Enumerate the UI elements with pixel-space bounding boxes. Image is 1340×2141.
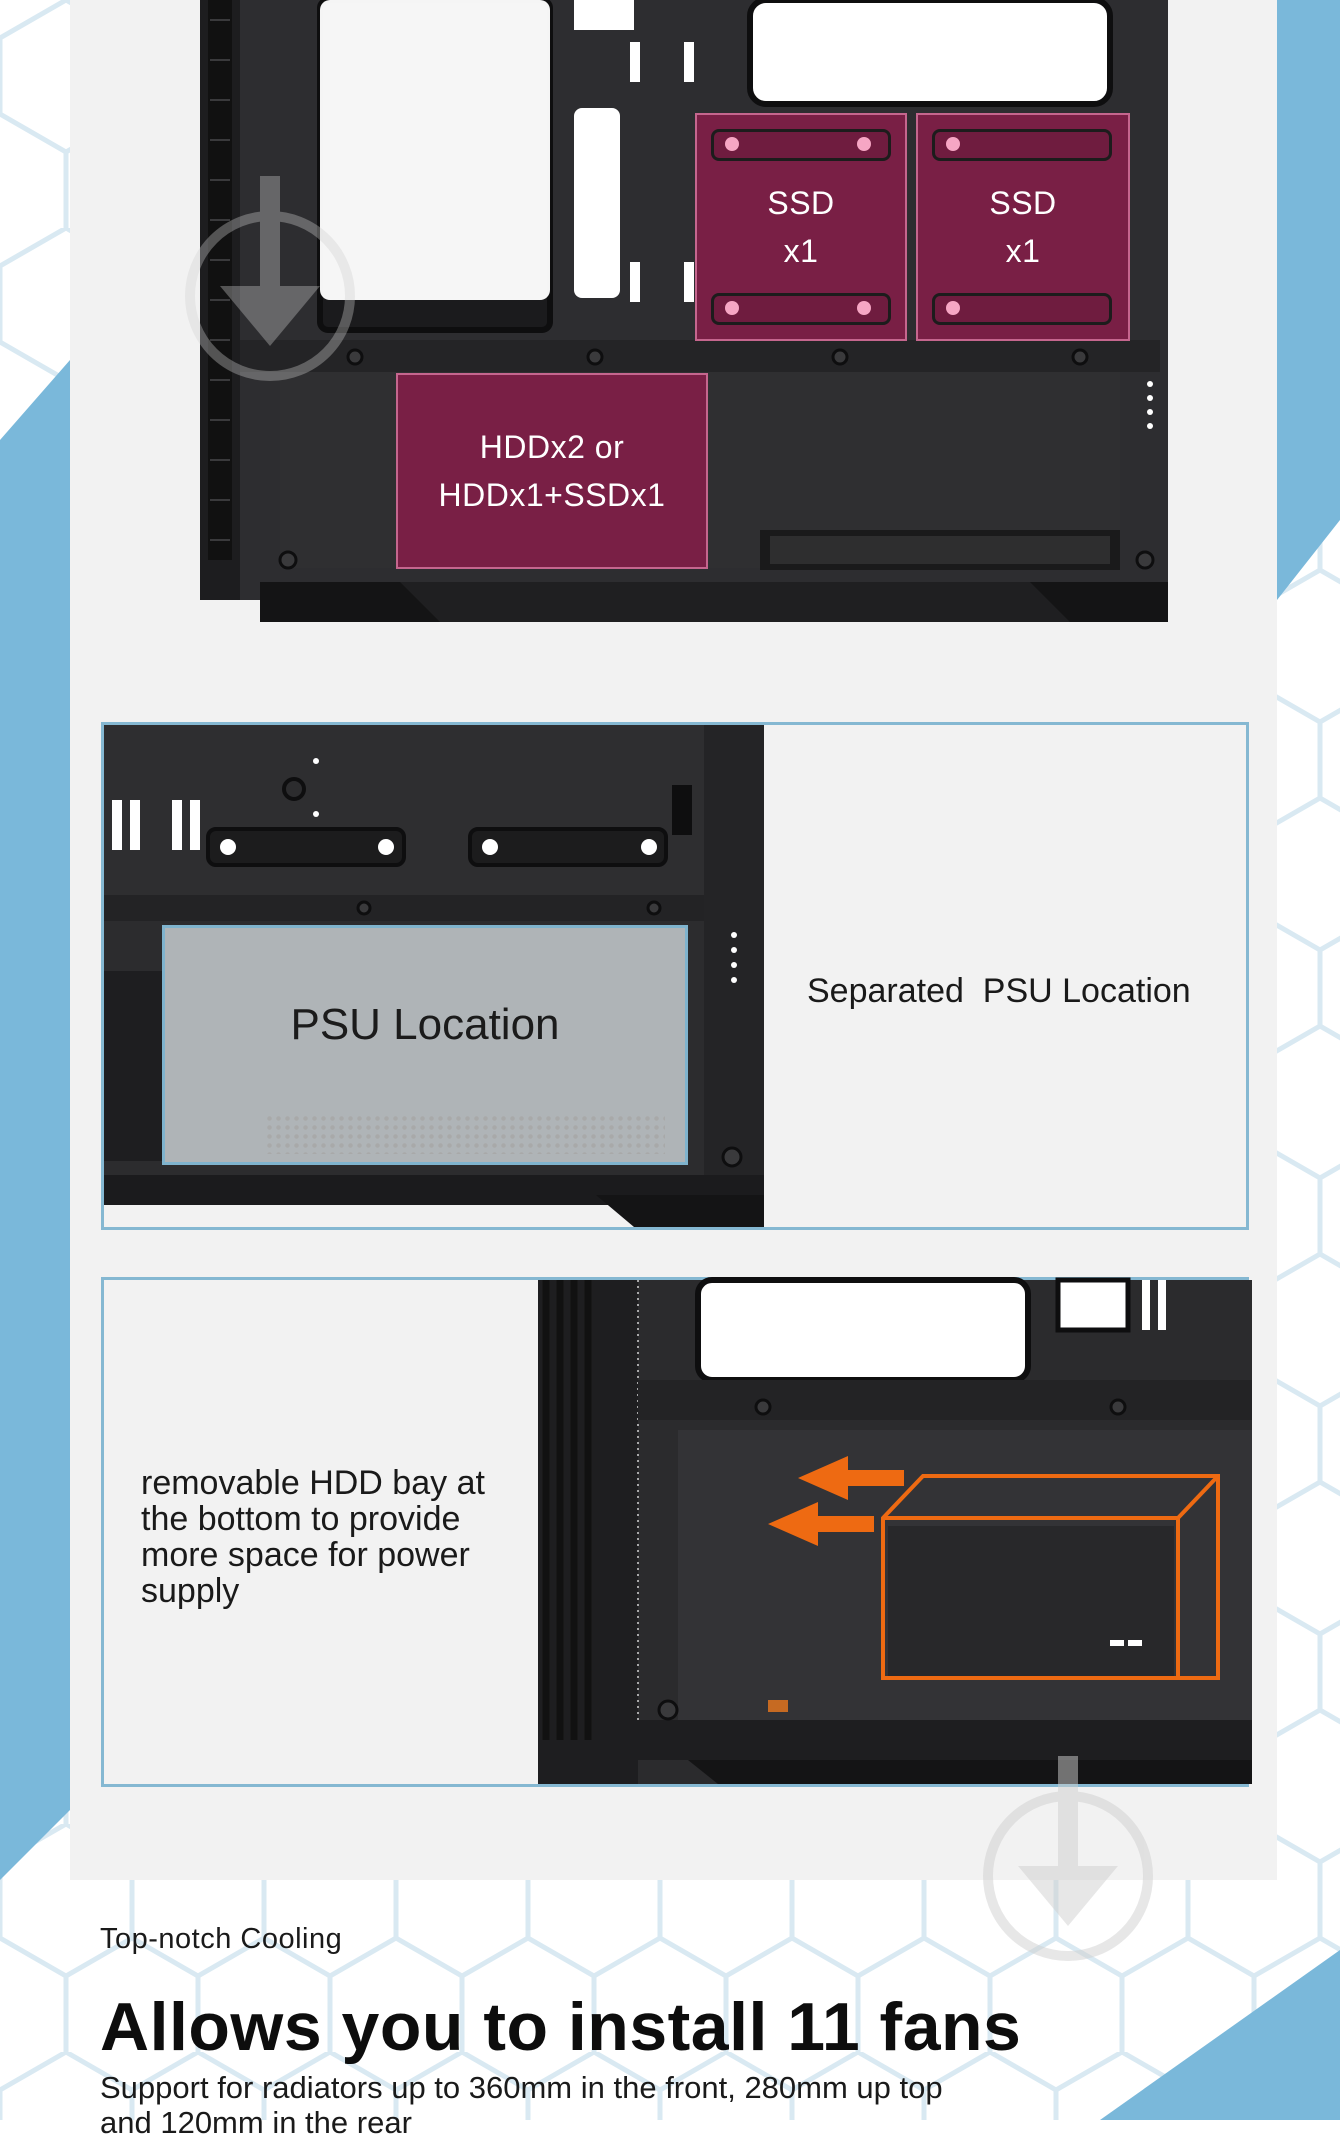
- hdd-caption-line-1: removable HDD bay at: [141, 1464, 485, 1502]
- ssd-bay-left: SSD x1: [695, 113, 907, 341]
- ssd-left-count: x1: [783, 233, 819, 269]
- hdd-caption: removable HDD bay at the bottom to provi…: [141, 1465, 541, 1609]
- ssd-bay-right: SSD x1: [916, 113, 1130, 341]
- hdd-bay-line2: HDDx1+SSDx1: [438, 477, 666, 513]
- chassis-drive-bays-figure: SSD x1 SSD x1 HDDx2 or HDDx1+SSDx1: [200, 0, 1168, 622]
- ssd-right-label: SSD: [989, 185, 1057, 221]
- hdd-caption-line-4: supply: [141, 1572, 240, 1611]
- section-kicker: Top-notch Cooling: [100, 1923, 343, 1955]
- section-subtext: Support for radiators up to 360mm in the…: [100, 2070, 943, 2141]
- hdd-caption-line-3: more space for power: [141, 1536, 470, 1575]
- hdd-caption-line-2: the bottom to provide: [141, 1500, 461, 1539]
- psu-location-zone: PSU Location: [162, 925, 688, 1165]
- hdd-chamber-illustration: [538, 1277, 1252, 1784]
- download-arrow-icon: [983, 1756, 1153, 1961]
- download-arrow-icon: [185, 176, 355, 381]
- psu-location-box: PSU Location Separated PSU Location: [101, 722, 1249, 1230]
- arrow-left-icon: [768, 1456, 904, 1546]
- hdd-bay-line1: HDDx2 or: [479, 429, 625, 465]
- psu-location-label: PSU Location: [290, 1000, 560, 1049]
- hdd-cage-outline: [881, 1474, 1220, 1680]
- ssd-right-count: x1: [1005, 233, 1041, 269]
- removable-hdd-box: removable HDD bay at the bottom to provi…: [101, 1277, 1252, 1787]
- ssd-left-label: SSD: [767, 185, 835, 221]
- section-headline: Allows you to install 11 fans: [100, 1989, 1022, 2065]
- psu-caption: Separated PSU Location: [807, 972, 1191, 1010]
- hdd-bay: HDDx2 or HDDx1+SSDx1: [396, 373, 708, 569]
